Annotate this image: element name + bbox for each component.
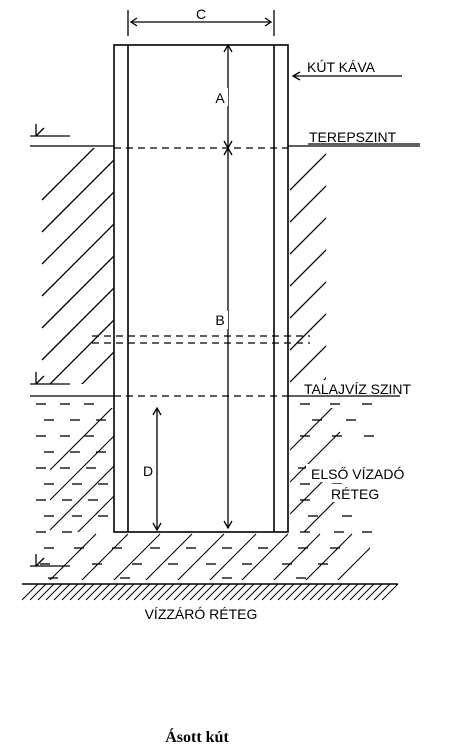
label-terepszint: TEREPSZINT (309, 129, 397, 145)
label-b: B (215, 312, 224, 328)
intermediate-level (92, 335, 310, 344)
aquifer-hatch-left (49, 408, 114, 532)
label-d: D (143, 463, 153, 479)
kut-kava-leader (291, 71, 402, 81)
well-walls (113, 44, 289, 533)
dimension-a-b (223, 43, 233, 530)
aquifer-dashes-bottom (40, 547, 340, 579)
label-kut-kava: KÚT KÁVA (307, 59, 376, 75)
groundwater-level (30, 372, 400, 397)
dimension-c (127, 10, 275, 36)
bottom-level-symbol (30, 554, 70, 567)
dimension-d (152, 406, 162, 532)
impermeable-hatch (22, 584, 399, 601)
aquifer-hatch-bottom (49, 533, 370, 580)
label-talajviz-szint: TALAJVÍZ SZINT (304, 381, 412, 397)
diagram-caption: Ásott kút (165, 727, 229, 746)
label-elso-vizado: ELSŐ VÍZADÓ (311, 466, 404, 482)
label-reteg: RÉTEG (331, 486, 379, 502)
label-vizzaro-reteg: VÍZZÁRÓ RÉTEG (145, 606, 258, 622)
label-c: C (196, 6, 206, 22)
terrain-level (30, 124, 420, 149)
soil-hatch-left (41, 148, 114, 384)
soil-hatch-right (290, 153, 326, 384)
label-a: A (215, 90, 225, 106)
